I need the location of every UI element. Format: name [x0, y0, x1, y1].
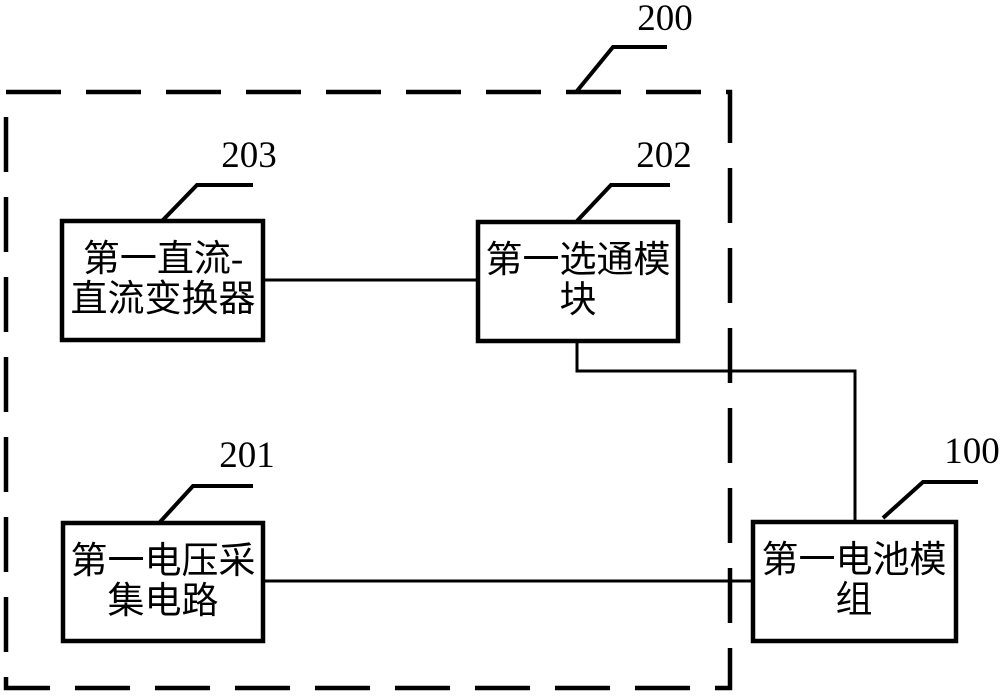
label-100: 100 — [944, 431, 1000, 472]
box-first-dcdc-converter-rect — [59, 218, 266, 343]
box-first-voltage-acquisition-circuit-text-line1: 第一电压采 — [71, 540, 256, 582]
leader-line-200 — [575, 45, 667, 93]
box-first-battery-module-text-line1: 第一电池模 — [762, 539, 947, 581]
box-first-battery-module-rect — [750, 519, 959, 644]
leader-line-201 — [158, 484, 253, 524]
connector-gating-to-battery — [575, 341, 857, 522]
module-200-dashed-boundary — [3, 89, 733, 691]
leader-line-100 — [881, 480, 978, 520]
box-first-voltage-acquisition-circuit-text-line2: 集电路 — [108, 580, 219, 622]
box-first-dcdc-converter-text-line1: 第一直流- — [83, 238, 243, 280]
box-first-voltage-acquisition-circuit-rect — [60, 520, 266, 644]
box-first-dcdc-converter: 第一直流- 直流变换器 — [59, 218, 266, 343]
label-202: 202 — [636, 135, 692, 176]
box-first-gating-module-text-line1: 第一选通模 — [486, 239, 671, 281]
box-first-gating-module-text-line2: 块 — [560, 280, 597, 321]
leader-line-203 — [160, 183, 253, 223]
leader-line-202 — [575, 183, 670, 223]
box-first-dcdc-converter-text-line2: 直流变换器 — [71, 278, 256, 320]
label-200: 200 — [637, 0, 693, 39]
box-first-gating-module-rect — [475, 219, 681, 344]
box-first-voltage-acquisition-circuit: 第一电压采 集电路 — [60, 520, 266, 644]
label-203: 203 — [221, 135, 277, 176]
box-first-gating-module: 第一选通模 块 — [475, 219, 681, 344]
label-201: 201 — [219, 435, 275, 476]
box-first-battery-module-text-line2: 组 — [836, 580, 873, 621]
box-first-battery-module: 第一电池模 组 — [750, 519, 959, 644]
